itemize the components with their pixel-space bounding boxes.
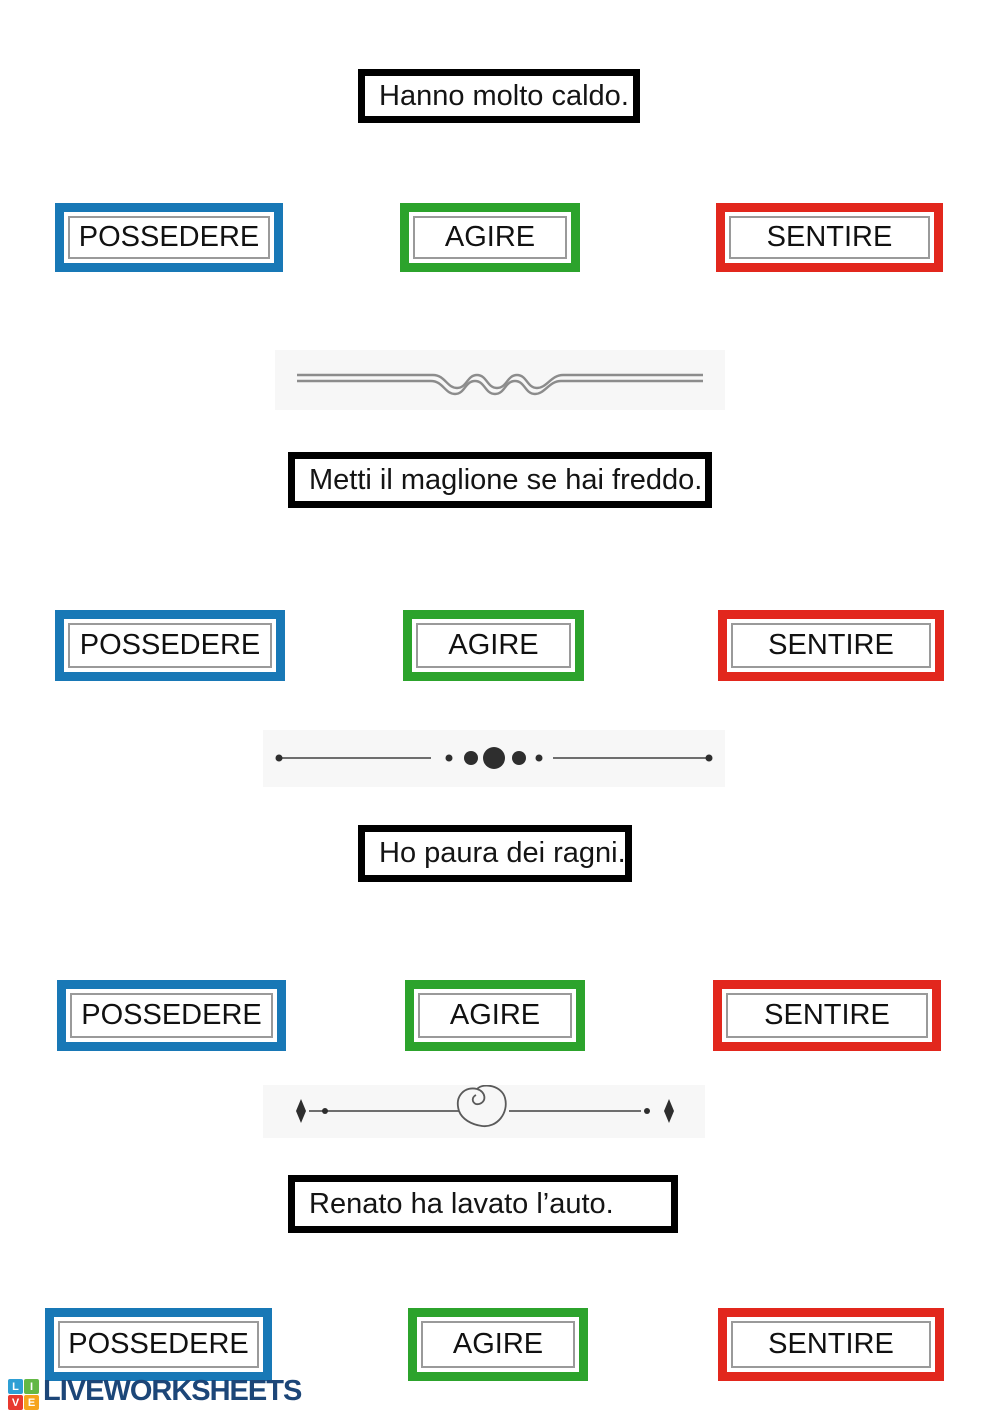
sentence-box-2: Metti il maglione se hai freddo. bbox=[288, 452, 712, 508]
option-possedere-2[interactable]: POSSEDERE bbox=[55, 610, 285, 681]
line-with-dots-divider bbox=[263, 730, 725, 787]
logo-tile-e: E bbox=[24, 1395, 39, 1410]
logo-tile-l: L bbox=[8, 1379, 23, 1394]
option-agire-4[interactable]: AGIRE bbox=[408, 1308, 588, 1381]
sentence-box-4: Renato ha lavato l’auto. bbox=[288, 1175, 678, 1233]
liveworksheets-tiles-icon: L I V E bbox=[8, 1379, 39, 1410]
option-inner: POSSEDERE bbox=[70, 993, 273, 1038]
option-inner: AGIRE bbox=[416, 623, 571, 668]
logo-text: LIVEWORKSHEETS bbox=[43, 1375, 302, 1407]
option-label: SENTIRE bbox=[766, 221, 893, 253]
option-inner: AGIRE bbox=[413, 216, 567, 259]
option-label: AGIRE bbox=[448, 629, 539, 661]
option-possedere-3[interactable]: POSSEDERE bbox=[57, 980, 286, 1051]
option-label: AGIRE bbox=[452, 1328, 544, 1360]
option-sentire-1[interactable]: SENTIRE bbox=[716, 203, 943, 272]
option-label: SENTIRE bbox=[764, 999, 890, 1031]
option-inner: POSSEDERE bbox=[68, 623, 272, 668]
line-with-swirl-and-diamonds-divider bbox=[263, 1085, 705, 1138]
dots-divider-icon bbox=[275, 747, 713, 769]
option-inner: AGIRE bbox=[418, 993, 572, 1038]
sentence-text-3: Ho paura dei ragni. bbox=[379, 837, 626, 869]
option-inner: SENTIRE bbox=[731, 1321, 931, 1368]
option-label: AGIRE bbox=[444, 221, 536, 253]
option-label: SENTIRE bbox=[768, 629, 894, 661]
option-inner: AGIRE bbox=[421, 1321, 575, 1368]
option-sentire-4[interactable]: SENTIRE bbox=[718, 1308, 944, 1381]
option-agire-1[interactable]: AGIRE bbox=[400, 203, 580, 272]
double-line-squiggle-divider bbox=[275, 350, 725, 410]
squiggle-icon bbox=[297, 373, 703, 396]
option-possedere-1[interactable]: POSSEDERE bbox=[55, 203, 283, 272]
sentence-box-1: Hanno molto caldo. bbox=[358, 69, 640, 123]
option-sentire-2[interactable]: SENTIRE bbox=[718, 610, 944, 681]
option-label: AGIRE bbox=[449, 999, 541, 1031]
option-label: POSSEDERE bbox=[68, 1328, 249, 1360]
logo-tile-v: V bbox=[8, 1395, 23, 1410]
option-label: SENTIRE bbox=[768, 1328, 894, 1360]
swirl-divider-icon bbox=[296, 1085, 674, 1127]
option-agire-2[interactable]: AGIRE bbox=[403, 610, 584, 681]
option-label: POSSEDERE bbox=[81, 999, 262, 1031]
option-sentire-3[interactable]: SENTIRE bbox=[713, 980, 941, 1051]
logo-tile-i: I bbox=[24, 1379, 39, 1394]
option-inner: SENTIRE bbox=[726, 993, 928, 1038]
option-label: POSSEDERE bbox=[78, 221, 260, 253]
sentence-box-3: Ho paura dei ragni. bbox=[358, 825, 632, 882]
option-inner: POSSEDERE bbox=[68, 216, 270, 259]
option-inner: SENTIRE bbox=[731, 623, 931, 668]
sentence-text-1: Hanno molto caldo. bbox=[379, 79, 629, 112]
sentence-text-2: Metti il maglione se hai freddo. bbox=[309, 463, 703, 496]
option-agire-3[interactable]: AGIRE bbox=[405, 980, 585, 1051]
option-label: POSSEDERE bbox=[79, 629, 261, 661]
option-inner: SENTIRE bbox=[729, 216, 930, 259]
sentence-text-4: Renato ha lavato l’auto. bbox=[309, 1187, 614, 1220]
liveworksheets-logo: L I V E LIVEWORKSHEETS bbox=[8, 1375, 302, 1410]
option-possedere-4[interactable]: POSSEDERE bbox=[45, 1308, 272, 1381]
option-inner: POSSEDERE bbox=[58, 1321, 259, 1368]
